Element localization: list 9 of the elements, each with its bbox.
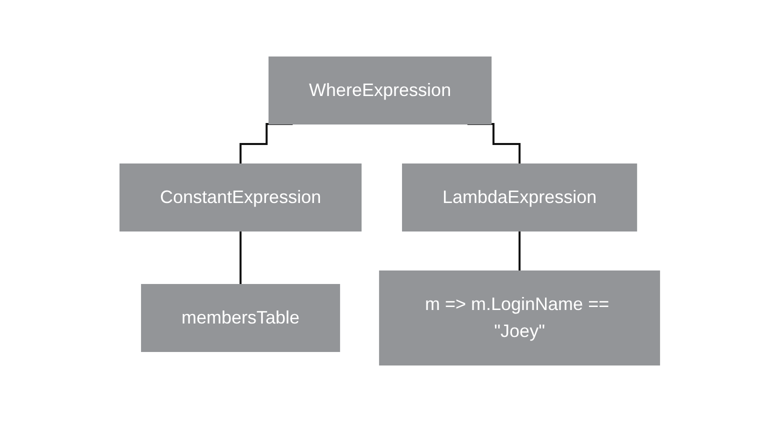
node-box: LambdaExpression [402, 163, 638, 231]
node-box: ConstantExpression [120, 163, 362, 231]
connector [240, 122, 293, 164]
connector [240, 230, 242, 285]
node-box: m => m.LoginName == "Joey" [379, 270, 660, 365]
node-box: WhereExpression [268, 56, 492, 124]
node-box: membersTable [141, 284, 340, 352]
connector [468, 122, 521, 164]
connector [518, 230, 521, 272]
